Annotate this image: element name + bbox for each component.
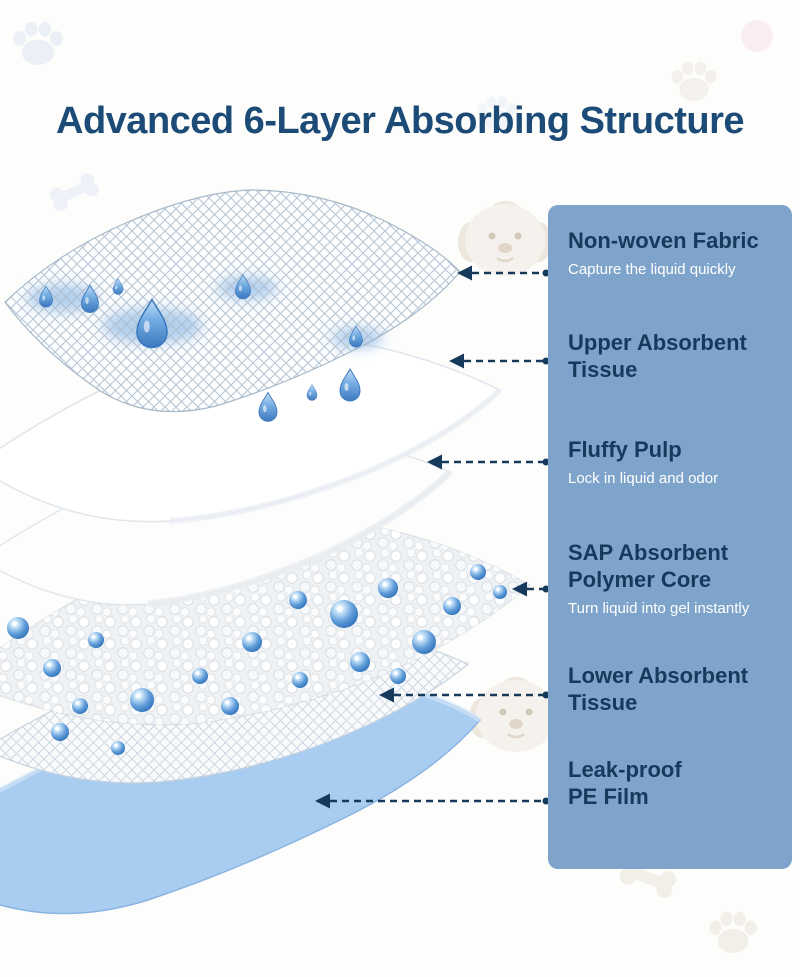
legend-item-fluffy-pulp: Fluffy Pulp Lock in liquid and odor	[568, 437, 784, 488]
dot-watermark	[741, 20, 773, 52]
paw-icon	[709, 911, 757, 953]
bone-icon	[47, 170, 101, 214]
layer-label: Upper Absorbent Tissue	[568, 330, 747, 382]
layer-label: Lower Absorbent Tissue	[568, 663, 749, 715]
gel-beads	[7, 564, 507, 755]
arrow-lower-tissue	[379, 687, 550, 703]
layer-label: Fluffy Pulp	[568, 437, 682, 462]
layer-desc: Turn liquid into gel instantly	[568, 599, 750, 617]
page-title: Advanced 6-Layer Absorbing Structure	[56, 100, 744, 142]
dog-face-icon	[456, 199, 554, 278]
legend-item-lower-tissue: Lower Absorbent Tissue	[568, 663, 784, 717]
pointer-arrows	[315, 265, 550, 809]
arrow-upper-tissue	[449, 353, 550, 369]
background-watermarks	[13, 20, 773, 953]
layer-label: Non-woven Fabric	[568, 228, 759, 253]
arrow-sap-core	[512, 581, 550, 597]
layer-label: Leak-proof PE Film	[568, 757, 682, 809]
arrow-non-woven-fabric	[457, 265, 550, 281]
paw-icon	[13, 21, 63, 65]
arrow-fluffy-pulp	[427, 454, 550, 470]
layer-label: SAP Absorbent Polymer Core	[568, 540, 729, 592]
legend-item-non-woven-fabric: Non-woven Fabric Capture the liquid quic…	[568, 228, 784, 279]
legend-panel: Non-woven Fabric Capture the liquid quic…	[548, 205, 792, 869]
layer-desc: Capture the liquid quickly	[568, 260, 736, 278]
legend-item-upper-tissue: Upper Absorbent Tissue	[568, 330, 784, 384]
layer-desc: Lock in liquid and odor	[568, 469, 719, 487]
paw-icon	[671, 61, 717, 101]
arrow-pe-film	[315, 793, 550, 809]
legend-item-pe-film: Leak-proof PE Film	[568, 757, 784, 811]
legend-item-sap-core: SAP Absorbent Polymer Core Turn liquid i…	[568, 540, 784, 618]
non-woven-layer	[4, 189, 461, 413]
